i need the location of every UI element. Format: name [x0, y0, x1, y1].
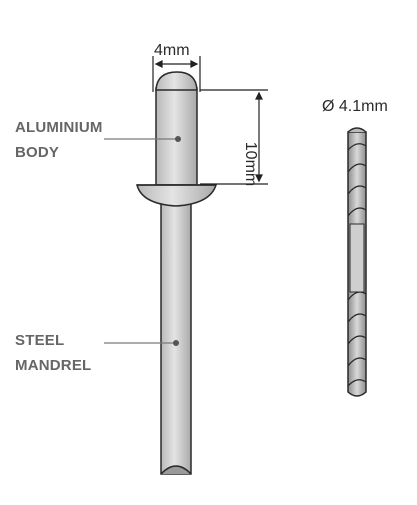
drill-diameter-label: Ø 4.1mm — [322, 98, 388, 115]
body-length-dimension — [200, 89, 268, 185]
head-width-label: 4mm — [154, 42, 190, 59]
body-leader — [104, 136, 181, 142]
rivet-body — [136, 87, 218, 207]
mandrel-leader — [104, 340, 179, 346]
drill-bit — [347, 127, 367, 397]
mandrel-label-line1: STEEL — [15, 332, 65, 349]
mandrel-head — [155, 71, 198, 91]
body-length-label: 10mm — [242, 141, 259, 187]
mandrel-label-line2: MANDREL — [15, 357, 92, 374]
mandrel-shaft — [160, 189, 192, 475]
body-label-line2: BODY — [15, 144, 60, 161]
body-label-line1: ALUMINIUM — [15, 119, 103, 136]
head-width-dimension — [152, 56, 201, 92]
